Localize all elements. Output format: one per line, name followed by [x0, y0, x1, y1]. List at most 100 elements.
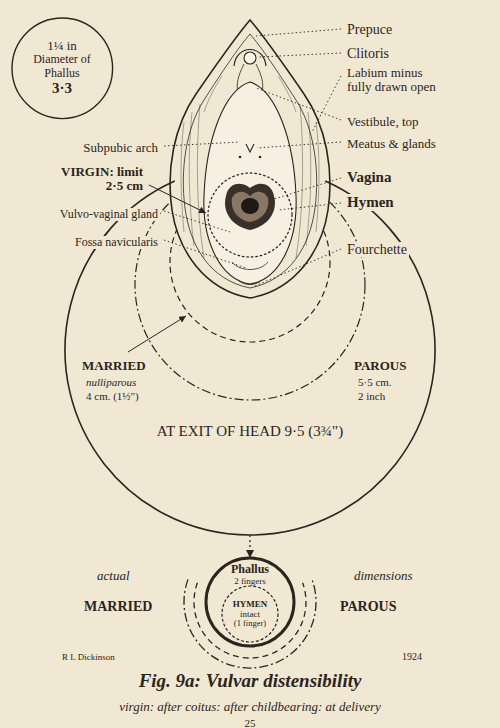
node-text: 3·3 [52, 80, 72, 97]
hatch-line [296, 104, 303, 258]
node-text-box: Phallus2 fingers [215, 563, 285, 587]
node-text: Phallus [231, 563, 269, 576]
label-anchor: Fourchette [345, 240, 409, 258]
label-anchor: Vagina [345, 168, 393, 186]
hatch-line [181, 122, 184, 232]
label-anchor: Labium minus fully drawn open [345, 66, 449, 95]
part-label: Subpubic arch [81, 141, 160, 155]
circle-node: HYMENintact(1 finger) [222, 586, 278, 642]
part-label: Labium minus fully drawn open [345, 66, 449, 95]
circle-outline [12, 18, 113, 119]
label-anchor: Hymen [345, 193, 396, 211]
leader-line [278, 203, 341, 210]
label-anchor: Meatus & glands [345, 134, 438, 152]
label-anchor: 5·5 cm. [356, 372, 394, 390]
part-label: virgin: after coitus: after childbearing… [117, 700, 383, 714]
part-label: 2 inch [356, 390, 387, 402]
label-anchor: dimensions [352, 566, 415, 584]
node-text-box: HYMENintact(1 finger) [224, 599, 276, 629]
hymen-opening [241, 198, 259, 214]
vestibule [204, 82, 296, 284]
label-anchor: R L Dickinson [60, 646, 117, 664]
label-anchor: Fossa navicularis [73, 232, 160, 250]
label-anchor: 1924 [400, 646, 424, 664]
part-label: Fourchette [345, 242, 409, 257]
part-label: 1924 [400, 651, 424, 662]
circle-outline [65, 181, 435, 535]
part-label: Prepuce [345, 22, 394, 37]
leader-line [164, 142, 240, 146]
leader-line [312, 76, 341, 132]
vulva-outline [170, 20, 330, 298]
leader-line [164, 211, 230, 232]
hatch-line [316, 122, 319, 232]
label-anchor: MARRIED [82, 597, 154, 615]
label-anchor: Clitoris [345, 44, 391, 62]
label-anchor: Vestibule, top [345, 112, 421, 130]
node-text: HYMEN [233, 599, 268, 609]
label-anchor: virgin: after coitus: after childbearing… [0, 697, 500, 715]
part-label: Meatus & glands [345, 137, 438, 151]
hatch-line [197, 104, 204, 258]
leader-lines [164, 29, 341, 286]
circle-outline [222, 586, 278, 642]
gland-dot [259, 156, 262, 159]
circle-outline [206, 558, 294, 646]
node-text: 1¼ in [47, 39, 77, 54]
figure-caption: Fig. 9a: Vulvar distensibility [137, 671, 364, 692]
label-anchor: Subpubic arch [81, 138, 160, 156]
dotted-arrow [249, 535, 250, 558]
leader-line [257, 142, 341, 148]
leader-line [256, 29, 341, 36]
hatch-line [278, 76, 296, 112]
node-text-box: AT EXIT OF HEAD 9·5 (3¾") [90, 423, 410, 440]
leader-line [259, 53, 341, 57]
caption-anchor: Fig. 9a: Vulvar distensibility [0, 671, 500, 692]
part-label: Fossa navicularis [73, 236, 160, 249]
node-text-box: 1¼ inDiameter of Phallus3·3 [26, 39, 98, 97]
circle-node: 1¼ inDiameter of Phallus3·3 [12, 18, 113, 119]
node-text: intact [240, 609, 260, 619]
label-anchor: PAROUS [338, 597, 399, 615]
label-anchor: Vulvo-vaginal gland [58, 204, 160, 222]
leader-line [164, 240, 246, 268]
label-anchor: 4 cm. (1½") [84, 386, 141, 404]
part-label: Hymen [345, 194, 396, 211]
part-label: MARRIED [82, 599, 154, 614]
hatch-line [306, 112, 311, 246]
label-anchor: 2 inch [356, 386, 387, 404]
fourchette-line [238, 280, 262, 285]
node-text: AT EXIT OF HEAD 9·5 (3¾") [157, 423, 343, 440]
gland-dot [239, 156, 242, 159]
circle-node: HYMENintact(1 finger) Phallus2 fingers [206, 558, 294, 646]
label-anchor: 25 [0, 713, 500, 728]
label-anchor: actual [95, 566, 132, 584]
label-anchor: nulliparous [84, 372, 138, 390]
clitoris-glans [244, 52, 256, 64]
vaginal-orifice [225, 184, 275, 230]
hymen-ring [232, 192, 269, 222]
part-label: R L Dickinson [60, 653, 117, 663]
part-label: MARRIED [80, 359, 148, 373]
parous-arc [184, 579, 316, 668]
label-anchor: MARRIED [80, 356, 148, 374]
label-anchor: PAROUS [352, 356, 408, 374]
part-label: 5·5 cm. [356, 376, 394, 388]
part-label: VIRGIN: limit 2·5 cm [41, 165, 145, 194]
part-label: nulliparous [84, 376, 138, 388]
meatus [246, 144, 254, 152]
part-label: 4 cm. (1½") [84, 390, 141, 402]
part-label: dimensions [352, 569, 415, 583]
part-label: Clitoris [345, 46, 391, 61]
part-label: Vestibule, top [345, 115, 421, 129]
leader-line [271, 178, 341, 200]
node-text: 2 fingers [234, 576, 266, 586]
part-label: actual [95, 569, 132, 583]
hatch-line [204, 76, 222, 112]
leader-line [255, 249, 341, 286]
label-anchor: Prepuce [345, 20, 394, 38]
labium-minus-line [183, 34, 316, 288]
virgin-circle [208, 173, 292, 257]
fossa-navicularis-line [232, 262, 268, 270]
